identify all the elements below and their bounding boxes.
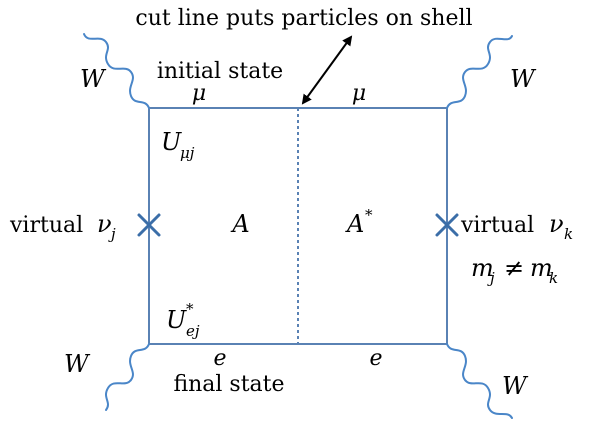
w-boson-bottom-right xyxy=(446,343,513,419)
svg-text:ν: ν xyxy=(97,210,112,238)
svg-text:μj: μj xyxy=(180,144,195,162)
svg-text:*: * xyxy=(186,300,194,318)
mu-label-left: μ xyxy=(192,81,206,106)
svg-text:k: k xyxy=(549,269,558,287)
virtual-nu-k-label: virtual ν k xyxy=(460,210,573,243)
svg-text:m: m xyxy=(530,254,553,282)
svg-text:ν: ν xyxy=(549,210,564,238)
w-label-bottom-right: W xyxy=(502,372,529,400)
w-label-top-right: W xyxy=(510,65,537,93)
w-label-top-left: W xyxy=(80,65,107,93)
svg-text:*: * xyxy=(365,206,373,224)
w-boson-bottom-left xyxy=(105,343,150,411)
e-label-left: e xyxy=(213,346,226,371)
svg-text:k: k xyxy=(564,225,573,243)
w-boson-top-left xyxy=(83,33,150,109)
u-e-j-label: U * ej xyxy=(166,300,200,340)
final-state-label: final state xyxy=(173,372,284,397)
svg-text:U: U xyxy=(161,128,182,156)
svg-text:j: j xyxy=(108,225,116,243)
virtual-nu-j-label: virtual ν j xyxy=(9,210,116,243)
u-mu-j-label: U μj xyxy=(161,128,195,162)
initial-state-label: initial state xyxy=(157,59,283,84)
svg-text:ej: ej xyxy=(186,322,200,340)
svg-text:virtual: virtual xyxy=(460,213,534,238)
svg-text:m: m xyxy=(471,254,494,282)
svg-text:A: A xyxy=(345,210,364,238)
cut-line-arrow xyxy=(301,35,353,105)
amplitude-a-star-label: A * xyxy=(345,206,373,238)
svg-text:≠: ≠ xyxy=(504,254,524,282)
mass-inequality-label: m j ≠ m k xyxy=(471,254,558,287)
right-cross-icon xyxy=(435,213,459,237)
left-cross-icon xyxy=(137,213,161,237)
amplitude-a-label: A xyxy=(230,210,249,238)
svg-text:j: j xyxy=(487,269,495,287)
svg-text:U: U xyxy=(166,306,187,334)
e-label-right: e xyxy=(369,346,382,371)
w-boson-top-right xyxy=(446,35,513,109)
mu-label-right: μ xyxy=(352,81,366,106)
cut-line-caption: cut line puts particles on shell xyxy=(135,6,472,31)
svg-text:virtual: virtual xyxy=(9,213,83,238)
w-label-bottom-left: W xyxy=(64,350,91,378)
